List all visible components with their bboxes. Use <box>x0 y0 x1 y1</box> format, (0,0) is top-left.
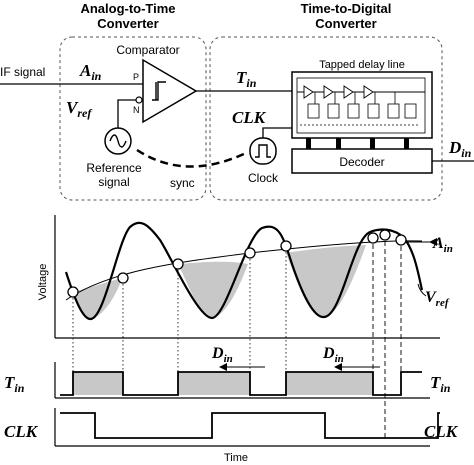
comparator-triangle <box>142 58 198 124</box>
reference-signal-line2: signal <box>98 175 129 189</box>
decoder-box <box>291 148 433 174</box>
decoder-label: Decoder <box>339 155 384 169</box>
timing-t-in-right: Tin <box>430 373 451 395</box>
d-in-label-2: Din <box>322 345 344 365</box>
clock-label: Clock <box>248 171 279 185</box>
timing-clk-right: CLK <box>424 422 459 441</box>
fast-sine-curve <box>64 221 424 321</box>
timing-t-in-left: Tin <box>4 373 25 395</box>
t-in-waveform <box>60 371 422 396</box>
timing-a-in-label: Ain <box>432 235 453 255</box>
if-signal-label: IF signal <box>0 65 45 79</box>
v-ref-wire <box>117 99 136 128</box>
comparator-pin-p: P <box>133 72 139 82</box>
tdc-title-line2: Converter <box>315 16 376 31</box>
crossing-markers <box>67 229 407 298</box>
delay-flip-flops <box>300 92 420 126</box>
tdc-t-in-label: Tin <box>236 68 257 90</box>
d-in-label-1: Din <box>211 345 233 365</box>
sync-label: sync <box>170 176 195 190</box>
sine-wave-icon <box>109 134 127 148</box>
block-diagram: Analog-to-Time Converter Time-to-Digital… <box>0 1 474 201</box>
hysteresis-icon <box>152 81 166 101</box>
atc-dashed-box <box>59 36 207 201</box>
timing-diagram: Voltage Ain Vref <box>4 215 459 464</box>
clock-source-box <box>249 137 277 165</box>
atc-title-line1: Analog-to-Time <box>80 1 175 16</box>
atc-a-in-label: Ain <box>79 61 102 83</box>
clock-pulse-icon <box>255 144 271 158</box>
delay-line-inner-box <box>296 77 426 134</box>
decoder-connectors <box>306 138 409 149</box>
delay-buffers <box>297 85 425 99</box>
tapped-delay-line-label: Tapped delay line <box>319 59 405 71</box>
comparator-pin-n: N <box>133 105 140 115</box>
n-pin-bubble <box>135 96 143 104</box>
t-in-pulse-fills <box>73 372 373 395</box>
clk-wire <box>262 127 292 138</box>
atc-title-line2: Converter <box>97 16 158 31</box>
dashed-guides <box>372 241 402 440</box>
tdc-d-in-label: Din <box>448 138 472 160</box>
tdc-clk-label: CLK <box>232 108 267 127</box>
timing-v-ref-label: Vref <box>425 289 450 309</box>
time-xlabel: Time <box>224 452 248 464</box>
v-ref-pointer <box>417 283 427 297</box>
reference-signal-line1: Reference <box>86 161 142 175</box>
comparator-label: Comparator <box>116 43 179 57</box>
atc-v-ref-label: Vref <box>66 98 92 120</box>
sync-dashed-curve <box>136 148 249 168</box>
voltage-ylabel: Voltage <box>37 264 49 301</box>
tdc-dashed-box <box>209 36 443 201</box>
clk-waveform <box>60 412 440 439</box>
tdc-title-line1: Time-to-Digital <box>301 1 392 16</box>
timing-clk-left: CLK <box>4 422 39 441</box>
